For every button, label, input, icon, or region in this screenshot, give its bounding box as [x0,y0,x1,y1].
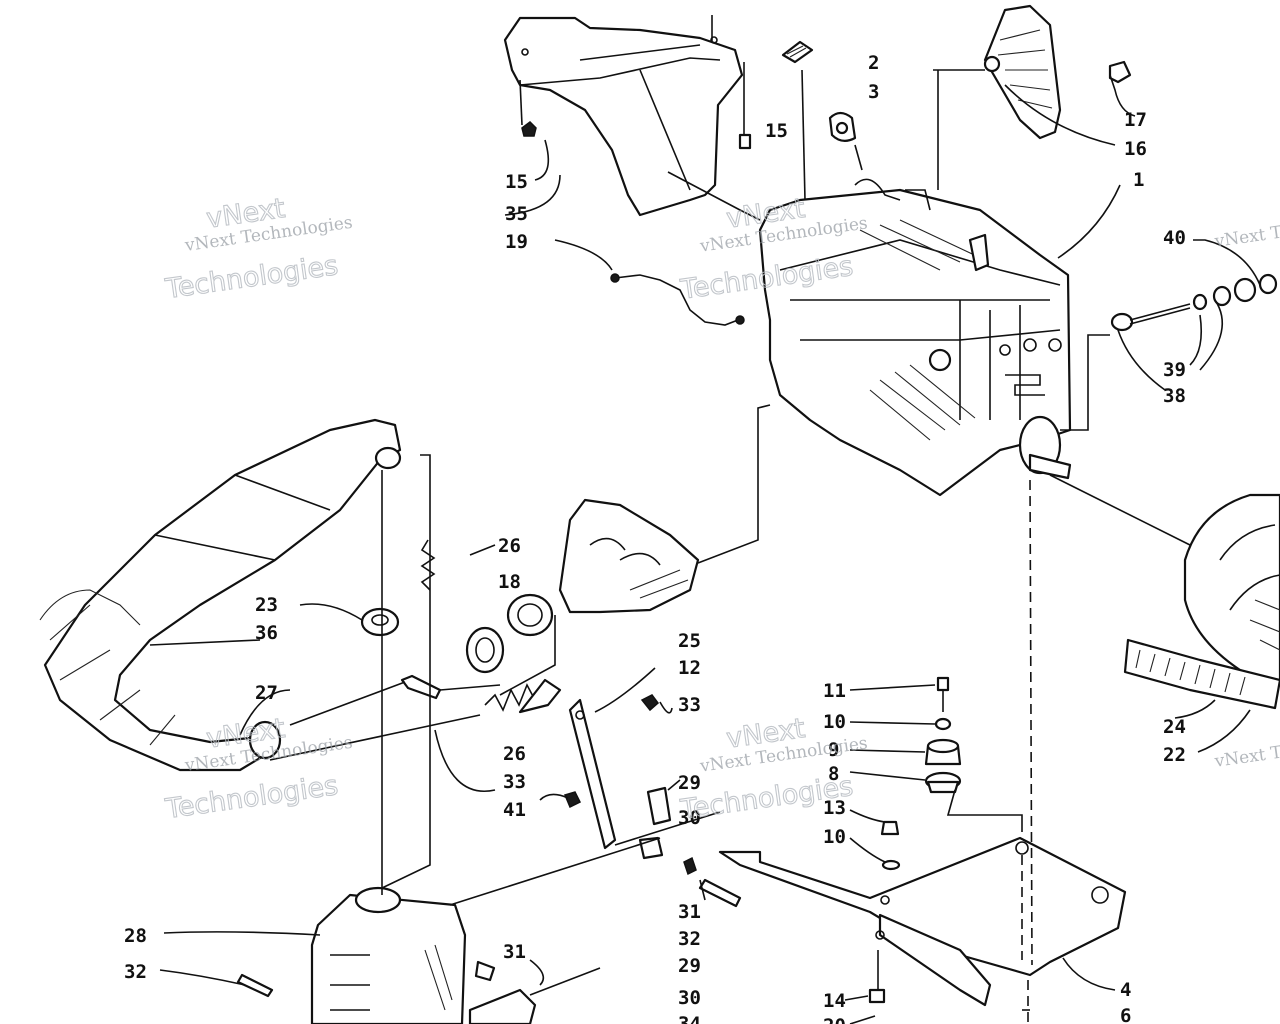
callout-32b: 32 [124,961,147,983]
callout-3: 3 [868,81,879,103]
callout-17: 17 [1124,109,1147,131]
callout-4: 4 [1120,979,1131,1001]
callout-16: 16 [1124,138,1147,160]
callout-31b: 31 [503,941,526,963]
callout-40: 40 [1163,227,1186,249]
nut-part-33-lower [563,791,582,809]
watermark-bottom-left-3: Technologies [163,770,340,825]
bracket-part-31-lower [468,960,537,1024]
watermark-bottom-right: vNext Technologies [1213,728,1280,771]
drive-clutch-part-22 [1183,493,1280,687]
callout-18: 18 [498,571,521,593]
clip-part-17 [1108,60,1132,84]
gasket-part-18 [465,593,554,674]
callout-41: 41 [503,799,526,821]
washer-part-10-lower [881,859,901,871]
callout-13: 13 [823,797,846,819]
bolt-part-15-right [738,62,752,150]
bracket-part-12 [518,678,617,850]
callout-26b: 26 [503,743,526,765]
callout-26a: 26 [498,535,521,557]
grommet-part-23 [360,607,400,637]
drive-belt-part-24 [1123,638,1280,710]
callout-11: 11 [823,680,846,702]
callout-14: 14 [823,990,846,1012]
bolt-part-38-40 [1110,273,1278,332]
callout-29a: 29 [678,772,701,794]
callout-31a: 31 [678,901,701,923]
callout-9: 9 [828,739,839,761]
callout-34: 34 [678,1013,701,1024]
bolt-part-31-32 [683,856,742,908]
callout-33b: 33 [503,771,526,793]
callout-12: 12 [678,657,701,679]
bolt-part-32-left [236,973,274,998]
callout-15b: 15 [505,171,528,193]
callout-23: 23 [255,594,278,616]
bolt-part-41 [400,674,442,700]
callout-35: 35 [505,203,528,225]
callout-8: 8 [828,763,839,785]
callout-10a: 10 [823,711,846,733]
callout-36: 36 [255,622,278,644]
recoil-handle-part-16 [983,4,1062,140]
callout-19: 19 [505,231,528,253]
isolator-part-9 [924,738,962,766]
callout-33a: 33 [678,694,701,716]
bolt-part-15-left [519,79,537,137]
callout-labels: 1 2 3 15 15 35 19 17 16 40 39 38 26 18 2… [124,52,1186,1024]
callout-15a: 15 [765,120,788,142]
washer-part-10-upper [934,717,952,731]
expansion-chamber-part-27 [39,418,402,772]
isolator-part-8 [924,771,962,794]
callout-30a: 30 [678,807,701,829]
watermark-top-left-3: Technologies [163,250,340,305]
callout-2: 2 [868,52,879,74]
clamp-part-3 [828,111,857,142]
decal-part-2 [781,40,814,64]
engine-part-1 [758,178,1072,497]
heat-shield-part-35 [503,15,744,217]
bolt-part-11 [936,676,950,712]
callout-10b: 10 [823,826,846,848]
leader-lines [149,69,1261,1024]
wire-part-19 [610,273,745,326]
callout-6: 6 [1120,1005,1131,1024]
callout-38: 38 [1163,385,1186,407]
oil-tank-part-28 [310,886,467,1024]
callout-20: 20 [823,1015,846,1024]
callout-29b: 29 [678,955,701,977]
nut-part-13 [880,820,900,836]
callout-1: 1 [1133,169,1144,191]
bushing-part-29 [638,786,672,860]
callout-28: 28 [124,925,147,947]
bolt-part-14 [868,950,886,1004]
callout-39: 39 [1163,359,1186,381]
spring-part-26-upper [420,539,436,591]
spring-part-26-lower [484,683,536,712]
mount-plate-part-4 [718,836,1127,1007]
callout-30b: 30 [678,987,701,1009]
callout-32a: 32 [678,928,701,950]
nut-part-33-upper [640,694,660,712]
callout-27: 27 [255,682,278,704]
callout-25: 25 [678,630,701,652]
callout-24: 24 [1163,716,1186,738]
dashed-alignment-lines [1021,479,1033,1024]
watermark-top-right: vNext Technologies [1213,208,1280,251]
callout-22: 22 [1163,744,1186,766]
exhaust-manifold-part-25 [558,498,700,614]
